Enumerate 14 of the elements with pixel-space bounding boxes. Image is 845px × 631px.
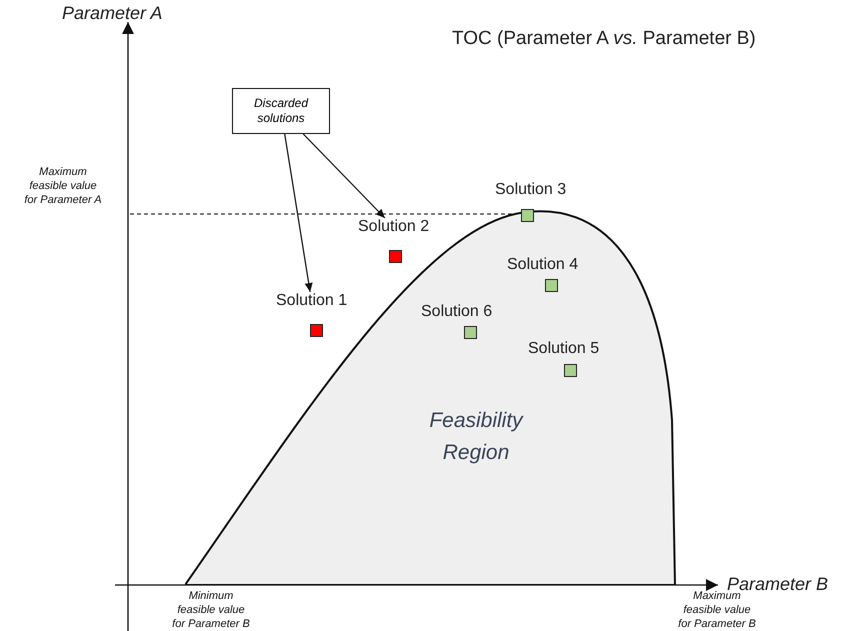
solution-label: Solution 5: [528, 340, 600, 358]
chart-title: TOC (Parameter A vs. Parameter B): [452, 28, 756, 50]
arrow: [302, 134, 386, 218]
solution-label: Solution 1: [276, 292, 348, 310]
callout-box: Discarded solutions: [232, 88, 330, 134]
solution-label: Solution 2: [358, 218, 430, 236]
limit-note: Maximum feasible value for Parameter A: [23, 165, 103, 207]
axis-title: Parameter A: [62, 3, 162, 24]
region-label: Feasibility Region: [428, 408, 524, 466]
solution-label: Solution 6: [421, 303, 492, 321]
solution-label: Solution 3: [495, 181, 566, 199]
arrow: [284, 134, 313, 292]
solution-label: Solution 4: [507, 256, 578, 274]
limit-note: Minimum feasible value for Parameter B: [171, 589, 251, 631]
